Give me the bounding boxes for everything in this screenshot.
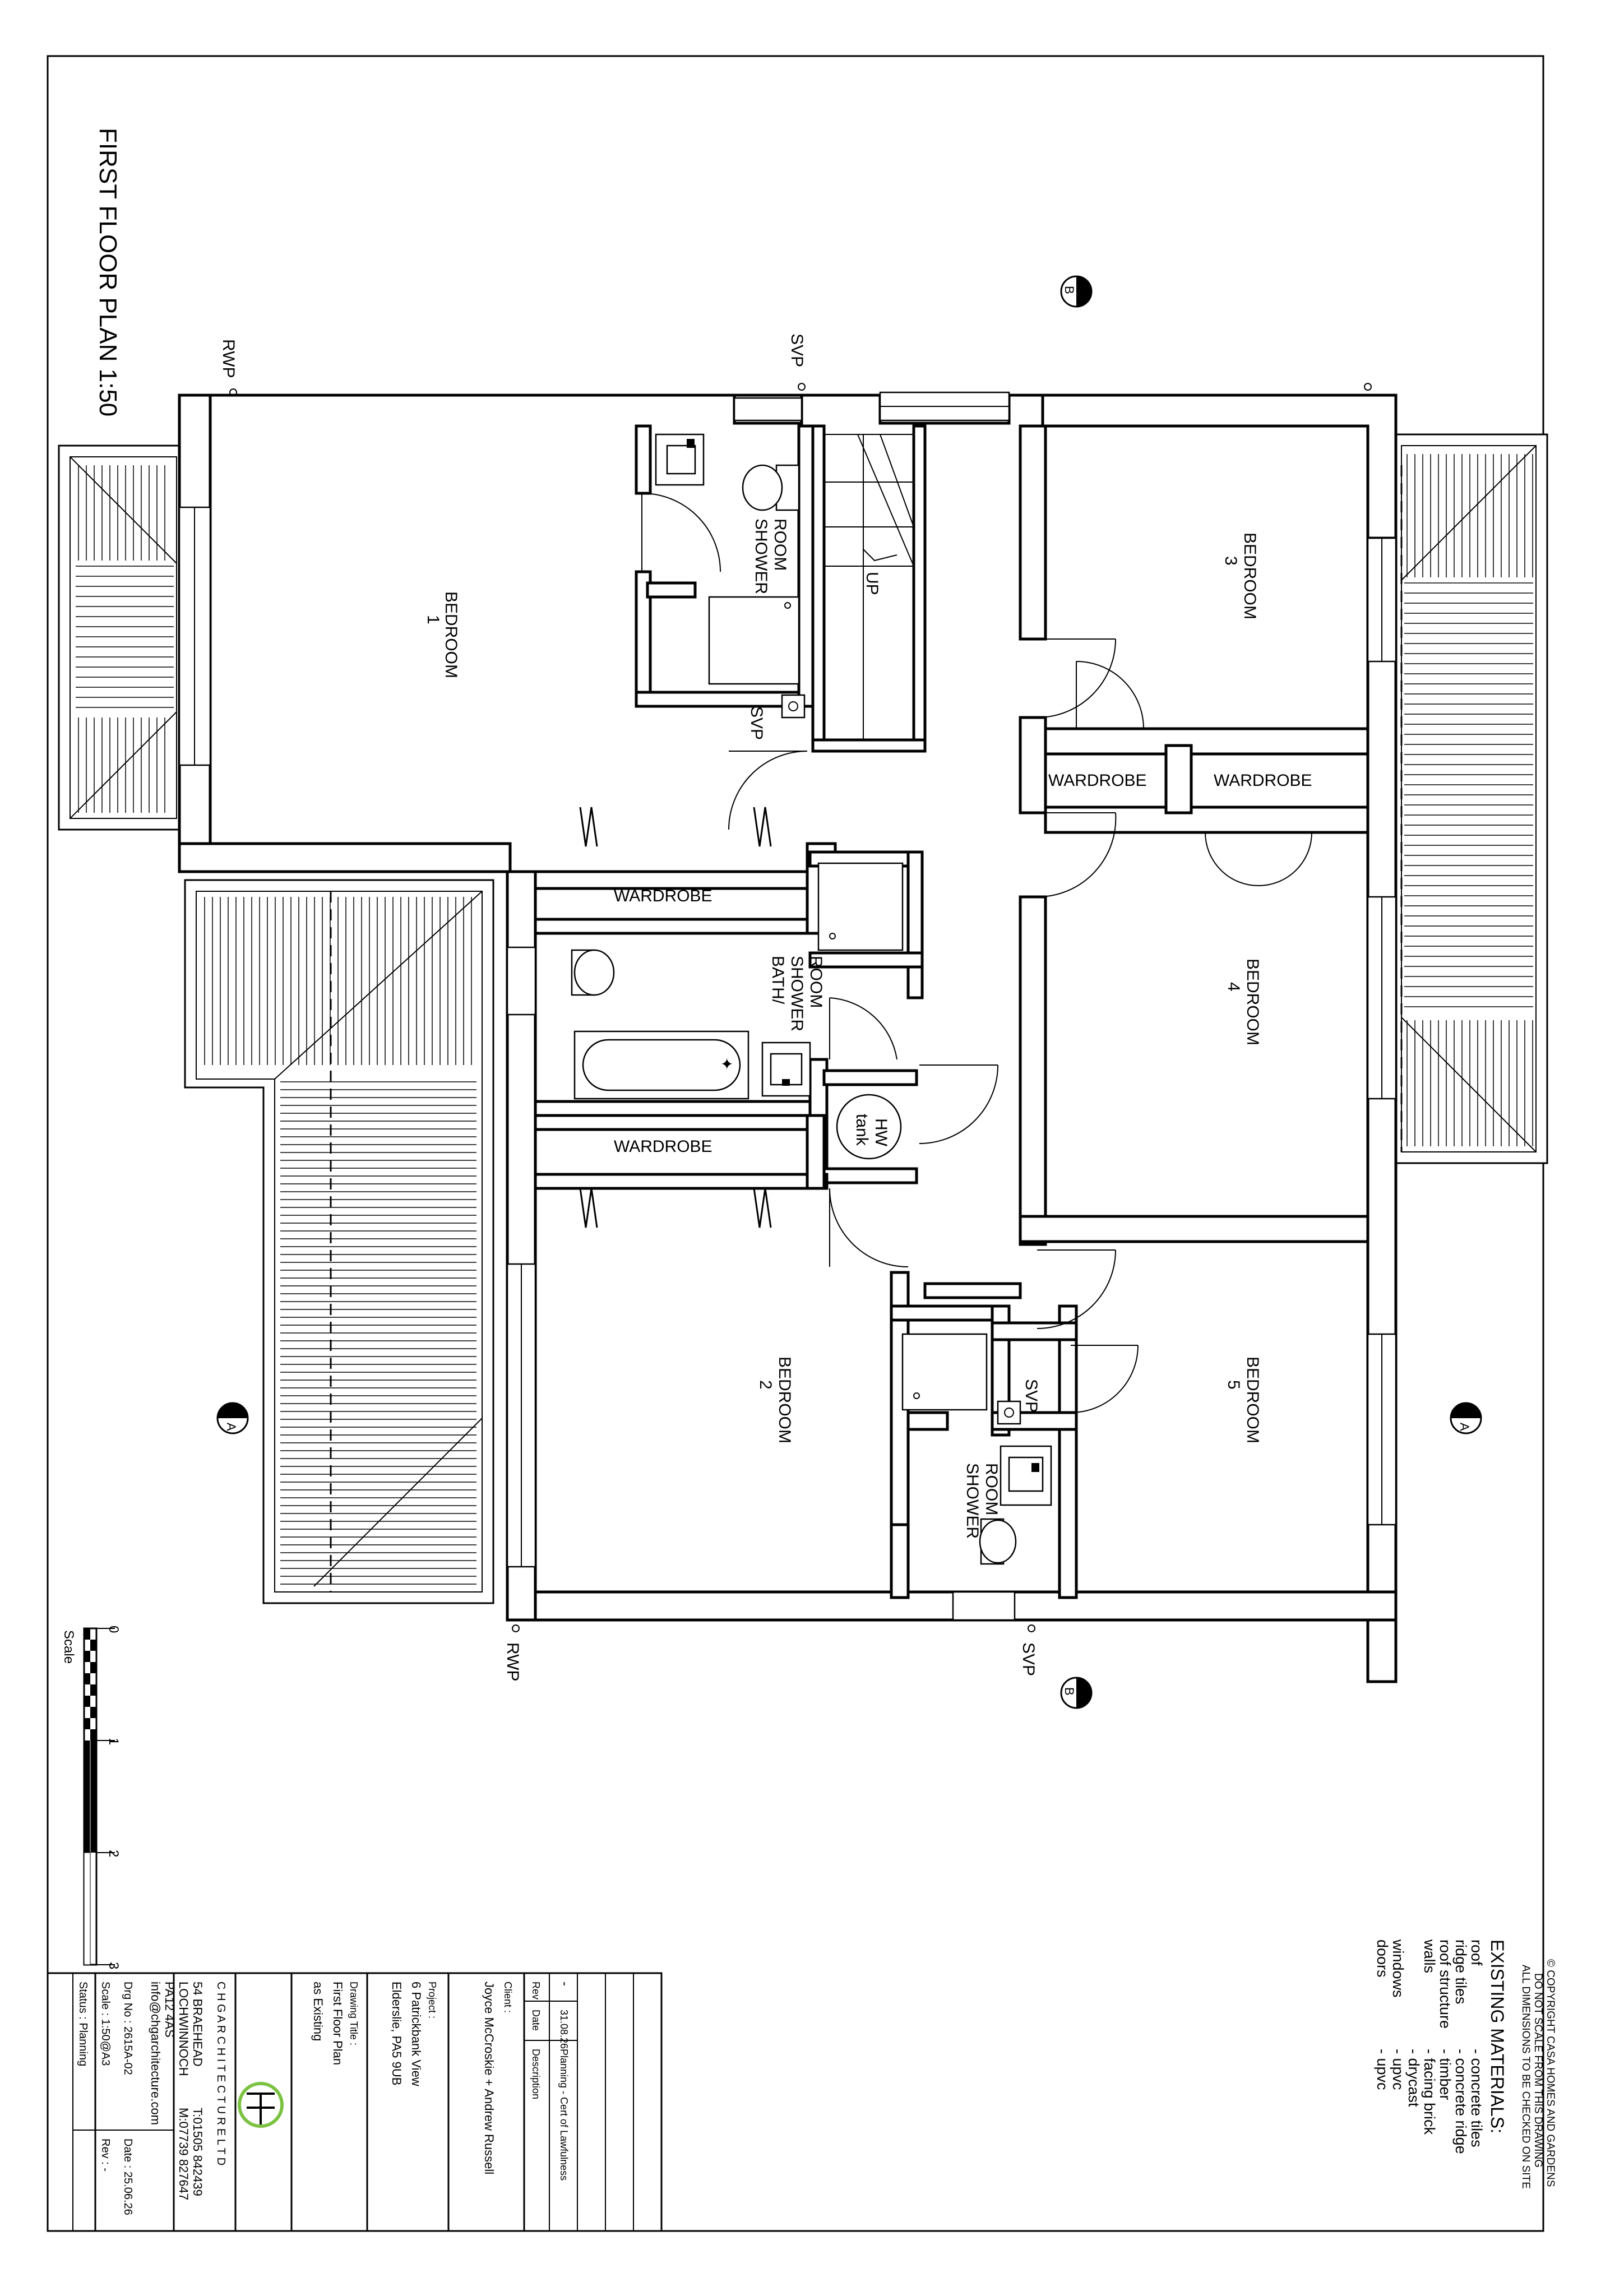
scale-field: Scale : 1:50@A3 xyxy=(99,1982,112,2066)
rev-header-date: Date xyxy=(530,2010,542,2031)
date-field: Date : 25.06.26 xyxy=(122,2138,134,2215)
chg-logo-icon xyxy=(238,2082,284,2128)
material-value: - concrete tiles xyxy=(1468,2049,1485,2147)
address-line-1: 54 BRAEHEAD xyxy=(191,1982,205,2067)
client-name: Joyce McCroskie + Andrew Russell xyxy=(482,1982,496,2174)
status-field: Status : Planning xyxy=(77,1982,89,2066)
material-name: windows xyxy=(1390,1939,1406,1998)
copyright-line-3: ALL DIMENSIONS TO BE CHECKED ON SITE xyxy=(1520,1965,1532,2189)
rev-header-description: Description xyxy=(530,2049,542,2099)
roof-left-top xyxy=(58,445,186,831)
copyright-line-1: © COPYRIGHT CASA HOMES AND GARDENS xyxy=(1544,1959,1556,2187)
section-marker-a-left: A xyxy=(216,1402,249,1434)
project-label: Project : xyxy=(427,1982,438,2019)
section-marker-a-right: A xyxy=(1450,1402,1482,1434)
drainage-labels: RWP SVP SVP SVP RWP SVP xyxy=(219,334,1372,1681)
material-name: doors xyxy=(1374,1939,1391,1978)
wardrobe-bed1: WARDROBE xyxy=(614,887,712,905)
drawing-title-line-1: First Floor Plan xyxy=(331,1982,345,2065)
material-name: walls xyxy=(1421,1939,1438,1973)
copyright-line-2: DO NOT SCALE FROM THIS DRAWING xyxy=(1532,1973,1544,2168)
project-line-2: Elderslie, PA5 9UB xyxy=(390,1982,404,2085)
room-labels: BEDROOM 1 SHOWER ROOM BEDROOM 3 BEDROOM … xyxy=(424,519,1312,1543)
materials-notes: © COPYRIGHT CASA HOMES AND GARDENS DO NO… xyxy=(1374,1939,1556,2189)
address-email: info@chgarchitecture.com xyxy=(149,1982,163,2125)
room-bedroom-2: BEDROOM 2 xyxy=(756,1357,794,1448)
room-bedroom-5: BEDROOM 5 xyxy=(1224,1357,1262,1448)
materials-heading: EXISTING MATERIALS: xyxy=(1487,1939,1507,2133)
svp-label-stack: SVP xyxy=(747,706,766,740)
fixtures: ✦ xyxy=(571,433,1052,1565)
rev-date: 31.08.26 xyxy=(558,2010,570,2049)
room-shower-top: SHOWER ROOM xyxy=(752,519,789,599)
svg-text:✦: ✦ xyxy=(720,1056,733,1073)
project-line-1: 6 Patrickbank View xyxy=(409,1982,423,2086)
rwp-label-bottom: RWP xyxy=(503,1642,522,1681)
svg-text:A: A xyxy=(1458,1423,1472,1431)
svg-text:B: B xyxy=(1062,1687,1076,1696)
staircase: UP xyxy=(823,434,914,740)
svp-label-bottom: SVP xyxy=(1019,1642,1038,1676)
material-name: ridge tiles xyxy=(1452,1939,1469,2005)
section-markers: B B A A xyxy=(216,275,1482,1709)
svg-text:A: A xyxy=(224,1423,238,1431)
scale-tick-0: 0 xyxy=(106,1626,121,1633)
internal-walls xyxy=(534,424,1369,1599)
scale-tick-3: 3 xyxy=(106,1962,121,1969)
phone-line-1: T:01505 842439 xyxy=(191,2108,205,2196)
roof-right-top xyxy=(1389,433,1548,1164)
title-block: - 31.08.26 Planning - Cert of Lawfulness… xyxy=(47,1972,663,2232)
stair-up-label: UP xyxy=(863,572,881,595)
material-value: - upvc xyxy=(1390,2049,1406,2090)
svp-label-top: SVP xyxy=(788,334,806,367)
room-bedroom-4: BEDROOM 4 xyxy=(1224,959,1262,1050)
room-bedroom-1: BEDROOM 1 xyxy=(424,591,460,683)
rev-description: Planning - Cert of Lawfulness xyxy=(558,2049,570,2181)
wardrobe-bed4: WARDROBE xyxy=(1214,771,1312,790)
rwp-label-top: RWP xyxy=(219,339,238,378)
rev-value: - xyxy=(557,1982,572,1986)
material-name: roof xyxy=(1468,1939,1485,1966)
room-bedroom-3: BEDROOM 3 xyxy=(1222,533,1259,624)
firm-name: C H G A R C H I T E C T U R E L T D xyxy=(215,1982,227,2165)
drawing-title: FIRST FLOOR PLAN 1:50 xyxy=(94,128,122,416)
material-value: - drycast xyxy=(1405,2049,1422,2107)
wardrobe-bed3: WARDROBE xyxy=(1048,771,1147,790)
client-label: Client : xyxy=(502,1982,513,2013)
svp-label-lower-stack: SVP xyxy=(1022,1379,1040,1413)
wardrobe-lower: WARDROBE xyxy=(614,1137,712,1156)
material-value: - upvc xyxy=(1374,2049,1391,2090)
phone-line-2: M:07739 827647 xyxy=(177,2108,191,2200)
doors xyxy=(579,493,1312,1413)
section-marker-b-top: B xyxy=(1060,275,1093,308)
rev-header-rev: Rev xyxy=(530,1982,542,1999)
scale-bar: Scale 0 1 2 3 xyxy=(61,1626,121,1969)
room-hw-tank: HW tank xyxy=(853,1114,890,1151)
material-value: - timber xyxy=(1437,2049,1454,2100)
drawing-title-line-2: as Existing xyxy=(311,1982,325,2041)
address-line-2: LOCHWINNOCH xyxy=(177,1982,191,2076)
drg-no: Drg No : 2615A-02 xyxy=(122,1982,134,2075)
address-line-3: PA12 4AS xyxy=(163,1982,177,2038)
room-shower-bottom: SHOWER ROOM xyxy=(963,1463,1001,1543)
material-value: - facing brick xyxy=(1421,2049,1438,2135)
scale-tick-2: 2 xyxy=(106,1850,121,1857)
section-marker-b-bottom: B xyxy=(1060,1677,1093,1709)
svg-text:B: B xyxy=(1062,286,1076,294)
material-value: - concrete ridge xyxy=(1452,2049,1469,2154)
room-bath-shower: BATH/ SHOWER ROOM xyxy=(769,956,825,1036)
windows xyxy=(178,391,1397,1621)
scale-title: Scale xyxy=(61,1630,76,1664)
drawing-title-label: Drawing Title : xyxy=(348,1982,359,2045)
rev-field: Rev : - xyxy=(99,2138,112,2172)
material-name: roof structure xyxy=(1437,1939,1454,2029)
roof-left-bottom xyxy=(184,879,494,1604)
scale-tick-1: 1 xyxy=(106,1738,121,1745)
